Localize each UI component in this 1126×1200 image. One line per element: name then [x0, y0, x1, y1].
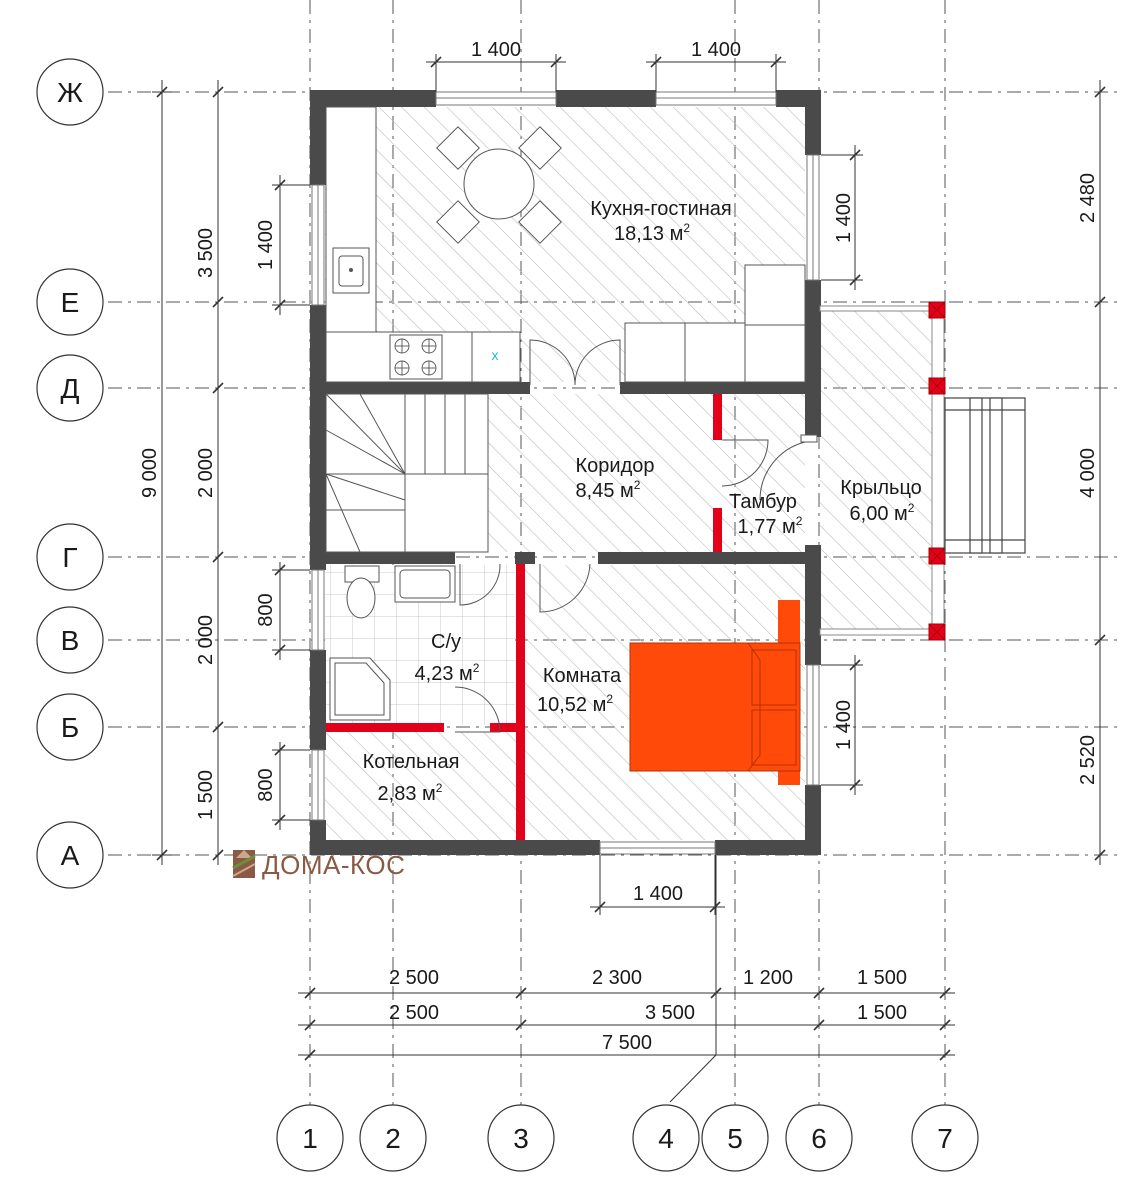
svg-text:2 000: 2 000 — [195, 615, 217, 665]
bathroom-fixtures — [329, 565, 456, 721]
svg-text:1 400: 1 400 — [833, 700, 855, 750]
svg-text:1 400: 1 400 — [471, 39, 521, 61]
svg-text:2 520: 2 520 — [1077, 735, 1099, 785]
svg-text:2 500: 2 500 — [389, 967, 439, 989]
svg-text:3 500: 3 500 — [195, 228, 217, 278]
room-corridor-area: 8,45 м2 — [576, 478, 641, 502]
axis-col-5: 5 — [727, 1123, 743, 1154]
axis-row-v: В — [61, 625, 80, 656]
svg-text:9 000: 9 000 — [139, 448, 161, 498]
axis-row-b: Б — [61, 712, 79, 743]
svg-text:1 500: 1 500 — [195, 770, 217, 820]
room-boiler-area: 2,83 м2 — [378, 781, 443, 805]
dimension-lines — [152, 54, 1101, 1103]
kitchen-furniture — [325, 106, 806, 383]
svg-text:1 500: 1 500 — [857, 967, 907, 989]
axis-row-d: Д — [61, 373, 80, 404]
axis-col-6: 6 — [811, 1123, 827, 1154]
appliance-mark: x — [492, 347, 499, 363]
room-corridor-name: Коридор — [576, 455, 655, 477]
bed — [629, 600, 801, 785]
dimension-ticks — [156, 56, 1106, 1061]
room-vestibule-name: Тамбур — [729, 491, 797, 513]
walls — [310, 90, 821, 855]
staircase — [325, 393, 489, 553]
partitions — [326, 394, 722, 840]
axis-col-7: 7 — [937, 1123, 953, 1154]
axis-col-1: 1 — [302, 1123, 318, 1154]
room-vestibule-area: 1,77 м2 — [738, 514, 803, 538]
axis-row-g: Г — [62, 542, 77, 573]
room-bedroom-area: 10,52 м2 — [537, 692, 613, 716]
svg-text:2 480: 2 480 — [1077, 173, 1099, 223]
windows — [311, 91, 820, 855]
room-kitchen-name: Кухня-гостиная — [590, 198, 732, 220]
porch — [819, 301, 1026, 641]
svg-text:800: 800 — [255, 768, 277, 801]
svg-text:800: 800 — [255, 593, 277, 626]
svg-text:4 000: 4 000 — [1077, 448, 1099, 498]
column-axis-markers: 1 2 3 4 5 6 7 — [276, 1104, 979, 1172]
room-bathroom-area: 4,23 м2 — [415, 661, 480, 685]
room-porch-area: 6,00 м2 — [850, 501, 915, 525]
brand-logo: ДОМА-КОС — [232, 850, 405, 880]
room-bathroom-name: С/у — [431, 631, 461, 653]
doors — [454, 339, 818, 733]
axis-col-4: 4 — [658, 1123, 674, 1154]
room-bedroom-name: Комната — [543, 665, 622, 687]
svg-text:3 500: 3 500 — [645, 1002, 695, 1024]
svg-text:1 400: 1 400 — [255, 220, 277, 270]
svg-text:1 200: 1 200 — [743, 967, 793, 989]
room-labels: Кухня-гостиная 18,13 м2 Коридор 8,45 м2 … — [363, 198, 922, 805]
brand-name: ДОМА-КОС — [262, 850, 405, 880]
house-logo-icon — [232, 850, 256, 878]
room-porch-name: Крыльцо — [840, 477, 922, 499]
axis-row-a: А — [61, 840, 80, 871]
svg-text:7 500: 7 500 — [602, 1032, 652, 1054]
dimension-texts: 1 400 1 400 1 400 1 400 800 800 1 400 1 … — [139, 39, 1099, 1054]
svg-text:1 400: 1 400 — [833, 193, 855, 243]
svg-text:2 000: 2 000 — [195, 448, 217, 498]
axis-row-e: Е — [61, 287, 80, 318]
svg-text:2 500: 2 500 — [389, 1002, 439, 1024]
svg-text:1 500: 1 500 — [857, 1002, 907, 1024]
axis-col-3: 3 — [513, 1123, 529, 1154]
svg-text:1 400: 1 400 — [633, 883, 683, 905]
room-boiler-name: Котельная — [363, 751, 460, 773]
svg-text:1 400: 1 400 — [691, 39, 741, 61]
axis-col-2: 2 — [385, 1123, 401, 1154]
row-axis-markers: Ж Е Д Г В Б А — [36, 58, 104, 889]
axis-row-zh: Ж — [57, 77, 83, 108]
svg-text:2 300: 2 300 — [592, 967, 642, 989]
room-kitchen-area: 18,13 м2 — [614, 221, 690, 245]
